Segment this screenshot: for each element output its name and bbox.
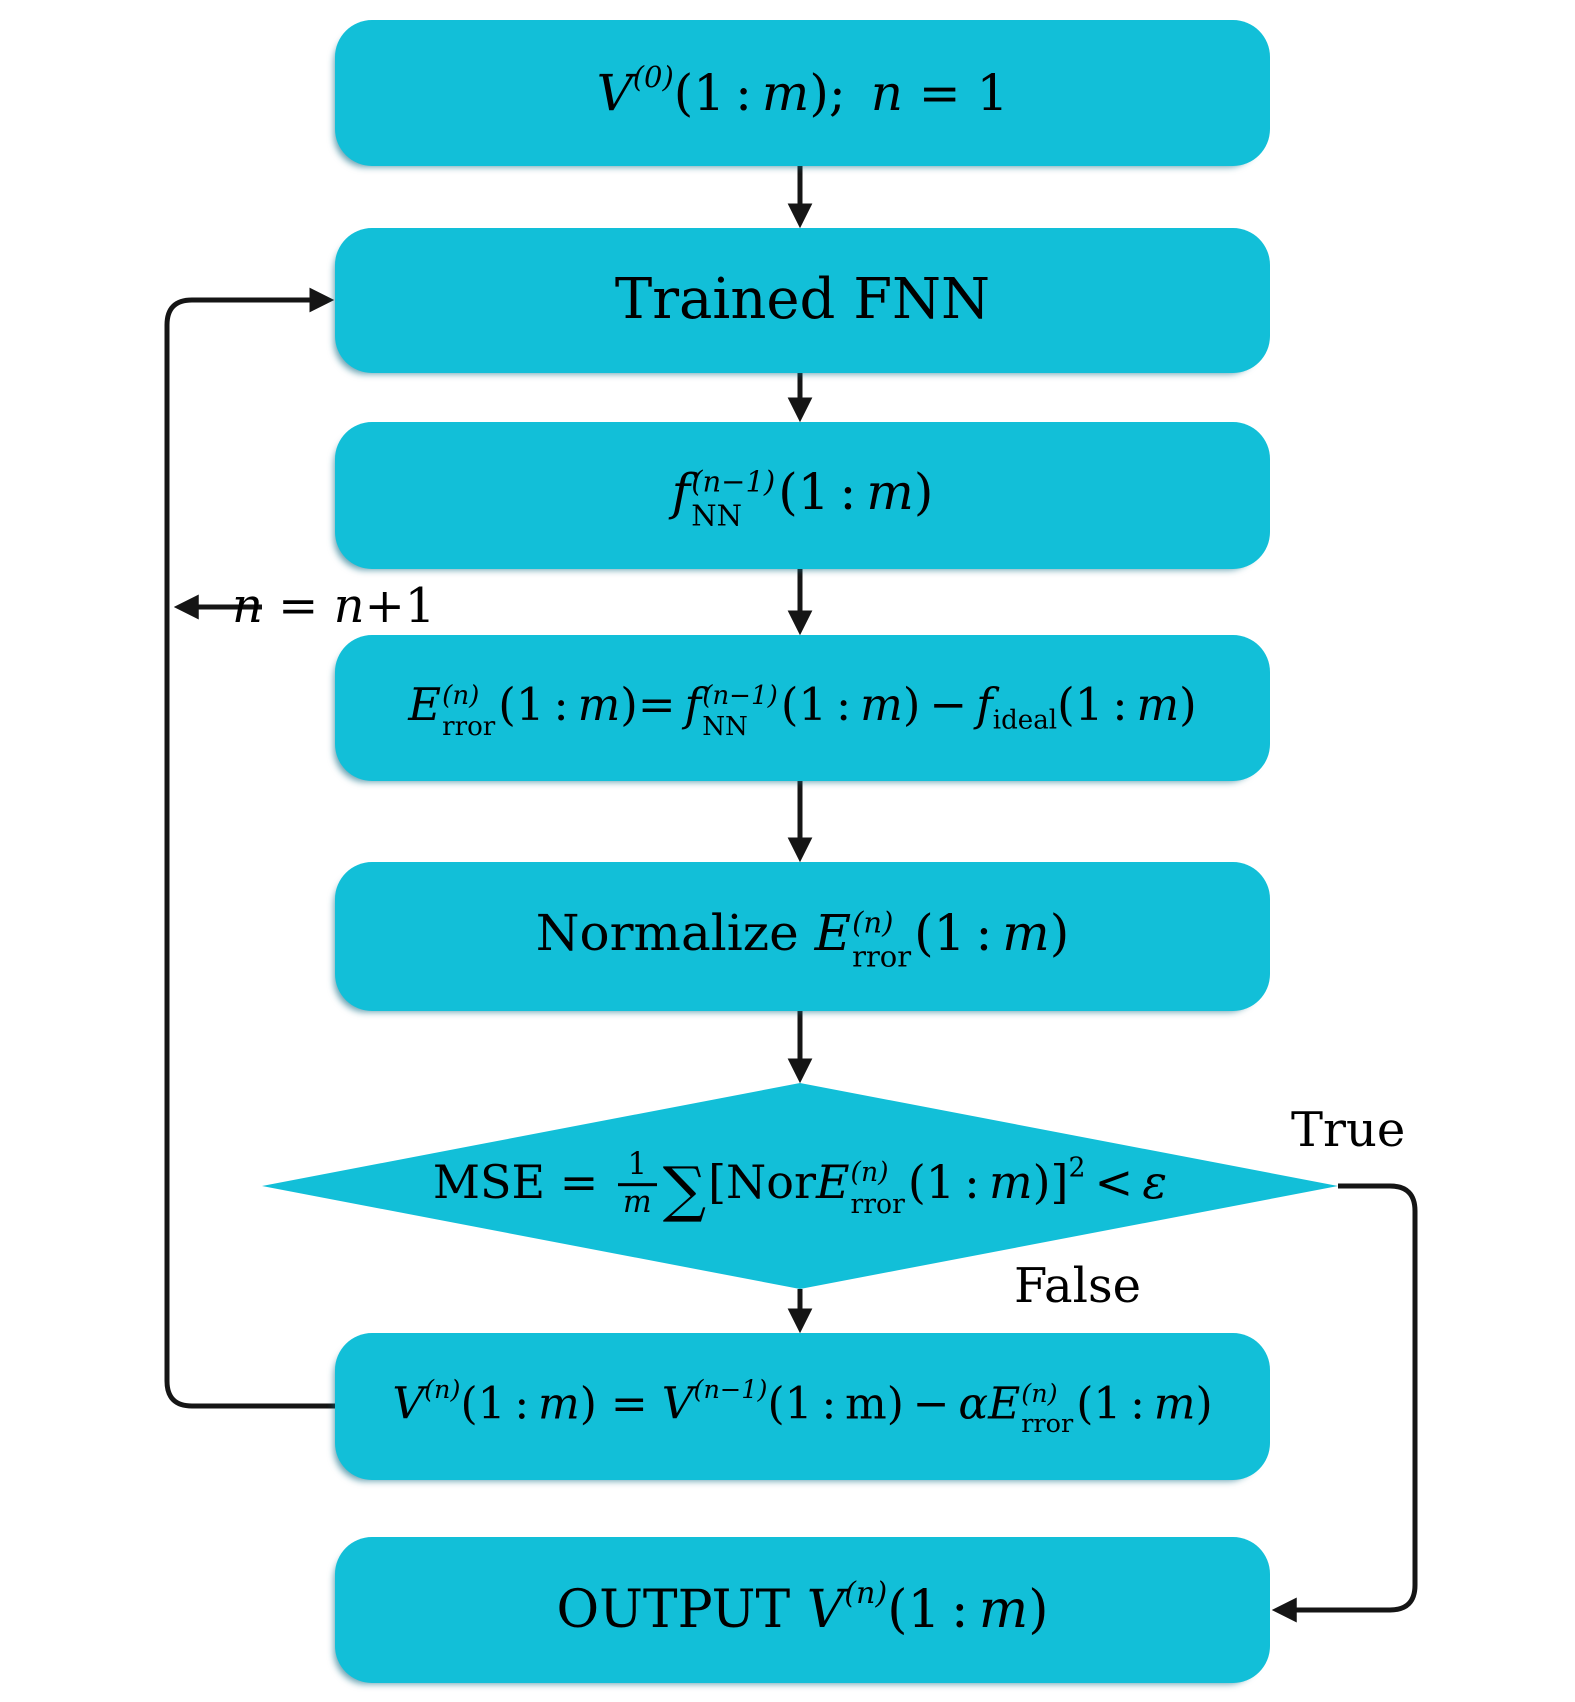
node-fnn-output-label: f(n−1)NN(1 : m) bbox=[671, 462, 934, 533]
false-branch-label: False bbox=[1014, 1258, 1142, 1314]
node-output-label: OUTPUT V(n)(1 : m) bbox=[556, 1576, 1049, 1641]
true-branch-label: True bbox=[1291, 1102, 1406, 1158]
node-normalize-label: Normalize E(n)rror(1 : m) bbox=[535, 903, 1070, 974]
edge-decision-true-to-output bbox=[1271, 1183, 1418, 1623]
node-error-label: E(n)rror(1 : m)= f(n−1)NN(1 : m) − fidea… bbox=[408, 677, 1197, 743]
loop-counter-label-text: n = n+1 bbox=[232, 578, 436, 634]
node-trained-fnn-label: Trained FNN bbox=[614, 267, 991, 333]
node-error: E(n)rror(1 : m)= f(n−1)NN(1 : m) − fidea… bbox=[335, 635, 1270, 781]
edge-update-loop-to-trained bbox=[164, 287, 335, 1409]
node-update-label: V(n)(1 : m) = V(n−1)(1 : m) − αE(n)rror(… bbox=[392, 1375, 1213, 1440]
node-fnn-output: f(n−1)NN(1 : m) bbox=[335, 422, 1270, 569]
node-normalize: Normalize E(n)rror(1 : m) bbox=[335, 862, 1270, 1011]
decision-diamond-shape bbox=[262, 1083, 1338, 1289]
node-output: OUTPUT V(n)(1 : m) bbox=[335, 1537, 1270, 1683]
loop-counter-label: n = n+1 bbox=[232, 578, 435, 634]
node-init: V(0)(1 : m); n = 1 bbox=[335, 20, 1270, 166]
node-init-label: V(0)(1 : m); n = 1 bbox=[596, 60, 1009, 123]
node-update: V(n)(1 : m) = V(n−1)(1 : m) − αE(n)rror(… bbox=[335, 1333, 1270, 1480]
node-trained-fnn: Trained FNN bbox=[335, 228, 1270, 373]
